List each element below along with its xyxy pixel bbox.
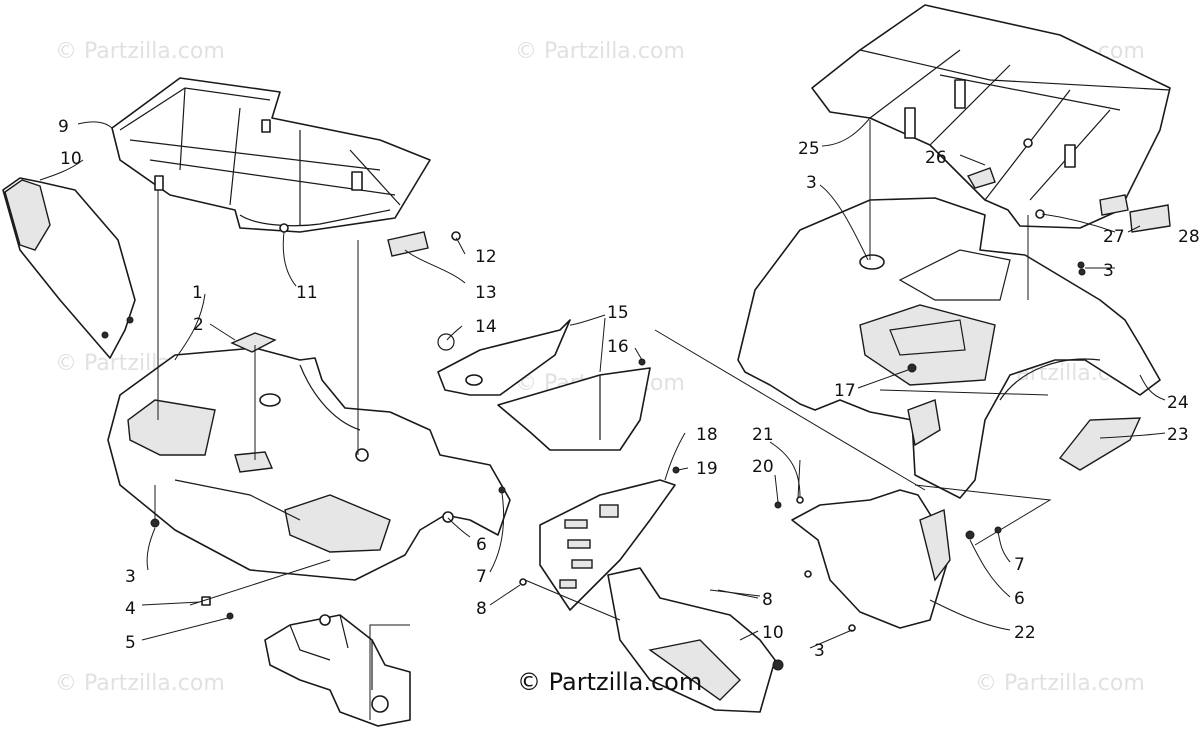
side-panel-left — [2, 177, 136, 359]
reflector-23 — [1058, 417, 1142, 471]
nut-3 — [848, 624, 856, 632]
screw-8-left — [519, 578, 527, 586]
callout-4: 4 — [125, 599, 136, 619]
footwell-panel — [607, 567, 776, 713]
screw-16 — [638, 358, 646, 366]
callout-2: 2 — [193, 315, 204, 335]
callout-16: 16 — [607, 337, 629, 357]
callout-labels: 9 10 1 2 11 12 13 14 15 16 3 4 5 6 7 8 1… — [58, 117, 1200, 661]
callout-25: 25 — [798, 139, 820, 159]
callout-6: 6 — [476, 535, 487, 555]
callout-18: 18 — [696, 425, 718, 445]
rear-rack — [811, 4, 1171, 229]
mudflap — [791, 489, 975, 629]
callout-24: 24 — [1167, 393, 1189, 413]
rear-fender — [737, 197, 1161, 499]
watermark: © Partzilla.com — [515, 39, 685, 64]
callout-3d: 3 — [1103, 261, 1114, 281]
callout-14: 14 — [475, 317, 497, 337]
bracket-26 — [966, 167, 996, 189]
callout-26: 26 — [925, 148, 947, 168]
callout-19: 19 — [696, 459, 718, 479]
callout-5: 5 — [125, 633, 136, 653]
callout-27: 27 — [1103, 227, 1125, 247]
watermark: © Partzilla.com — [55, 671, 225, 696]
callout-22: 22 — [1014, 623, 1036, 643]
screw-12 — [451, 231, 461, 241]
callout-3: 3 — [125, 567, 136, 587]
callout-6b: 6 — [1014, 589, 1025, 609]
leader-lines — [39, 117, 1166, 649]
callout-8b: 8 — [762, 590, 773, 610]
brand-credit: © Partzilla.com — [517, 668, 702, 696]
callout-17: 17 — [834, 381, 856, 401]
callout-28: 28 — [1178, 227, 1200, 247]
callout-7b: 7 — [1014, 555, 1025, 575]
screw-5 — [226, 612, 234, 620]
callout-11: 11 — [296, 283, 318, 303]
callout-10b: 10 — [762, 623, 784, 643]
screw-11 — [279, 223, 289, 233]
watermark: © Partzilla.com — [55, 39, 225, 64]
grommet-6 — [442, 511, 454, 523]
decal-rear — [1129, 204, 1171, 233]
callout-9: 9 — [58, 117, 69, 137]
decal-front — [387, 231, 429, 257]
callout-7: 7 — [476, 567, 487, 587]
callout-13: 13 — [475, 283, 497, 303]
front-fender — [107, 347, 511, 581]
screw-21 — [796, 496, 804, 504]
watermark: © Partzilla.com — [975, 671, 1145, 696]
callout-15: 15 — [607, 303, 629, 323]
washer-3 — [772, 659, 784, 671]
screw-8 — [804, 570, 812, 578]
o-ring-14 — [437, 333, 455, 351]
callout-20: 20 — [752, 457, 774, 477]
callout-10: 10 — [60, 149, 82, 169]
callout-21: 21 — [752, 425, 774, 445]
front-rack — [111, 77, 431, 233]
fuel-cap-cover — [230, 332, 277, 353]
callout-1: 1 — [192, 283, 203, 303]
callout-12: 12 — [475, 247, 497, 267]
nut-3-rear — [1077, 261, 1085, 269]
clip-20 — [774, 501, 782, 509]
callout-8: 8 — [476, 599, 487, 619]
callout-23: 23 — [1167, 425, 1189, 445]
hitch-bracket — [264, 614, 411, 727]
screw-7-left — [498, 486, 506, 494]
callout-3b: 3 — [814, 641, 825, 661]
callout-3c: 3 — [806, 173, 817, 193]
vented-side-panel — [539, 479, 676, 611]
side-panel-15 — [437, 319, 651, 451]
washer-26 — [1023, 138, 1033, 148]
